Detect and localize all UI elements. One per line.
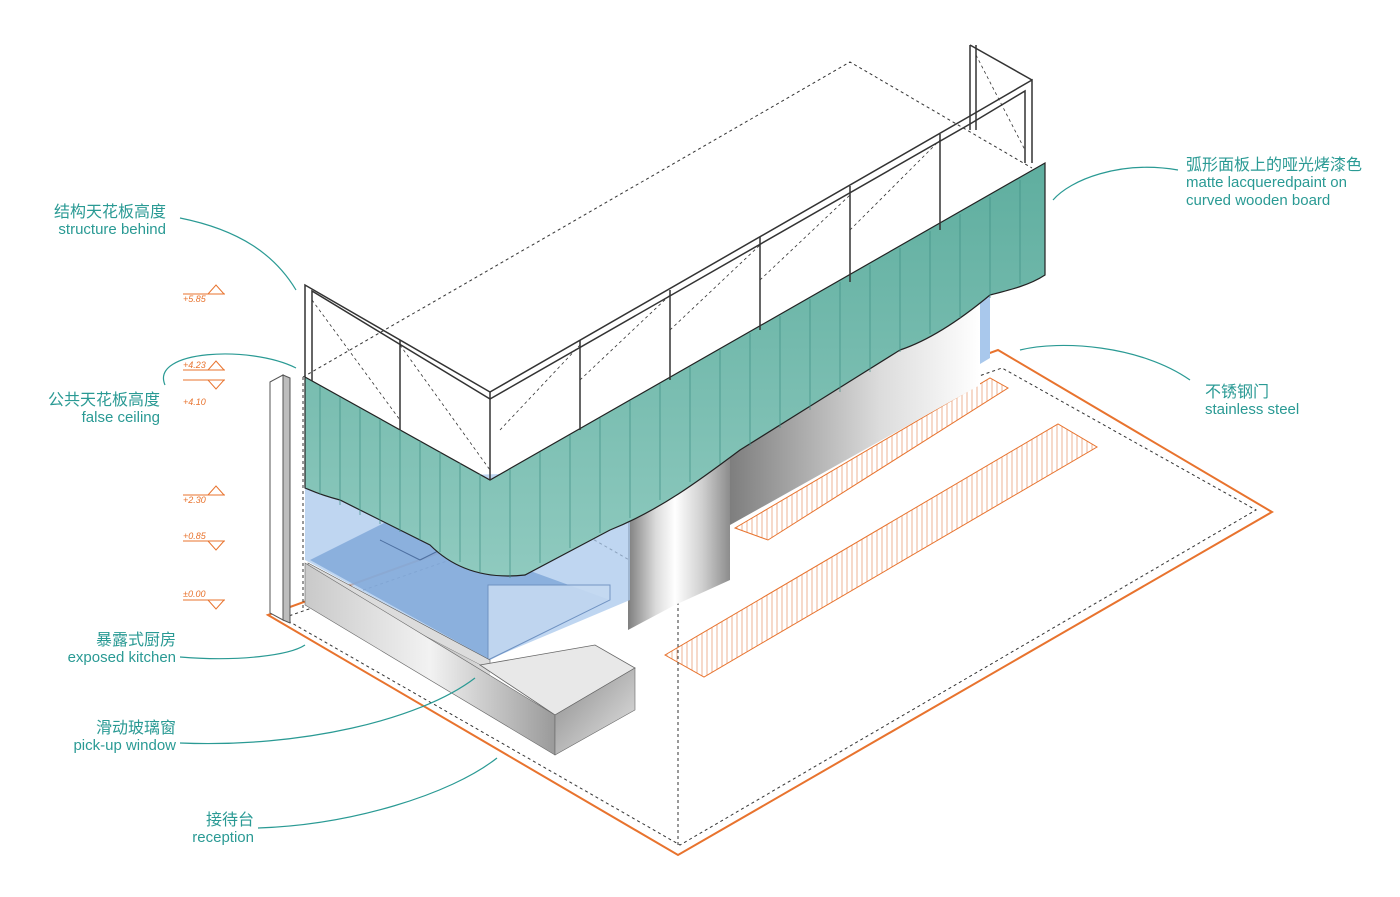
floor-strips	[663, 377, 1098, 678]
annotation-window-zh: 滑动玻璃窗	[95, 718, 176, 737]
level-label-585: +5.85	[183, 294, 207, 304]
annotation-reception-en: reception	[192, 829, 254, 847]
level-label-423: +4.23	[183, 360, 206, 370]
annotation-kitchen-en: exposed kitchen	[67, 649, 176, 667]
annotation-board-en-1: matte lacqueredpaint on	[1186, 174, 1347, 192]
level-label-085: +0.85	[183, 531, 207, 541]
annotation-false-ceiling-en: false ceiling	[81, 409, 160, 427]
annotation-structure-zh: 结构天花板高度	[53, 202, 166, 221]
level-label-000: ±0.00	[183, 589, 205, 599]
ceiling-panels	[304, 161, 1046, 578]
structure-frame	[304, 44, 1033, 480]
annotation-reception: 接待台 reception	[150, 810, 254, 847]
annotation-board: 弧形面板上的哑光烤漆色 matte lacqueredpaint on curv…	[1186, 155, 1362, 210]
annotation-steel-zh: 不锈钢门	[1205, 382, 1270, 401]
annotation-structure-en: structure behind	[58, 221, 166, 239]
level-label-230: +2.30	[183, 495, 206, 505]
annotation-window: 滑动玻璃窗 pick-up window	[40, 718, 176, 755]
level-markers	[183, 284, 225, 610]
annotation-steel-en: stainless steel	[1205, 401, 1300, 419]
reception-desk	[304, 562, 636, 756]
annotation-board-zh: 弧形面板上的哑光烤漆色	[1186, 155, 1363, 174]
annotation-structure: 结构天花板高度 structure behind	[30, 202, 166, 239]
annotation-window-en: pick-up window	[73, 737, 176, 755]
annotation-steel: 不锈钢门 stainless steel	[1205, 382, 1299, 419]
annotation-board-en-2: curved wooden board	[1186, 192, 1331, 210]
level-label-410: +4.10	[183, 397, 206, 407]
structure-bracing	[311, 54, 1026, 471]
left-wall	[269, 374, 291, 624]
annotation-false-ceiling-zh: 公共天花板高度	[47, 390, 160, 409]
annotation-reception-zh: 接待台	[205, 810, 254, 829]
annotation-false-ceiling: 公共天花板高度 false ceiling	[20, 390, 160, 427]
leader-lines	[162, 166, 1191, 829]
level-labels: +5.85 +4.23 +4.10 +2.30 +0.85 ±0.00	[183, 294, 207, 599]
annotation-kitchen-zh: 暴露式厨房	[95, 630, 176, 649]
annotation-kitchen: 暴露式厨房 exposed kitchen	[40, 630, 176, 667]
